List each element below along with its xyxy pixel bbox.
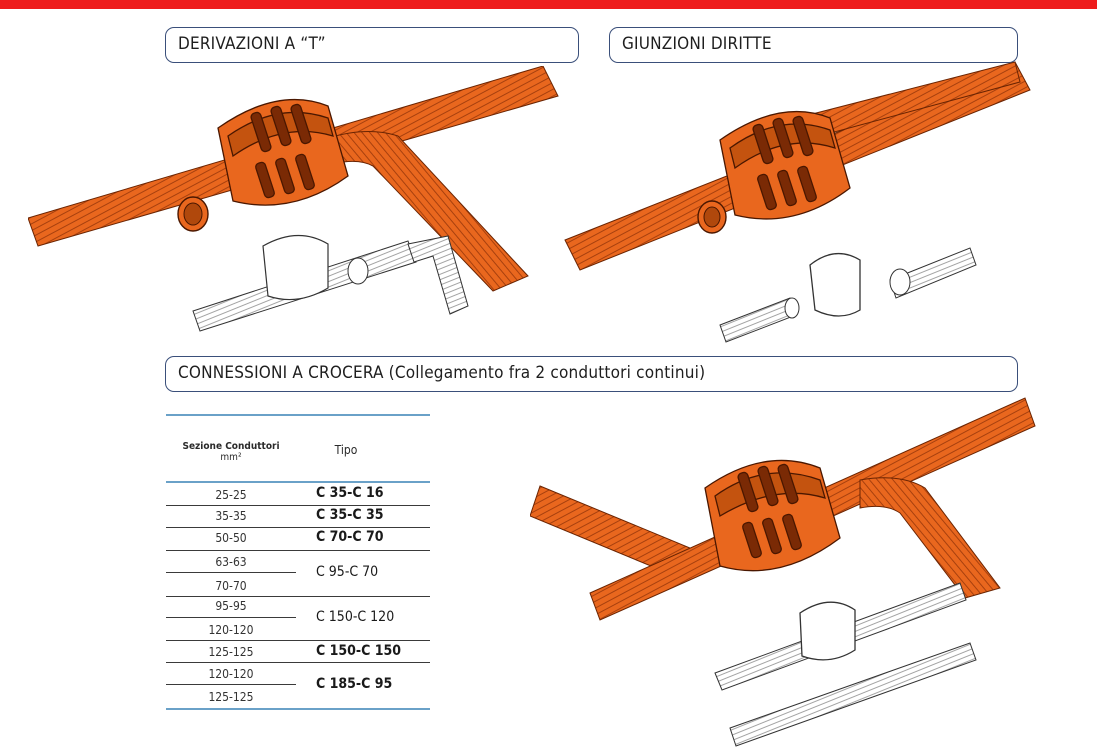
row-sezione: 120-120 [208, 623, 254, 637]
row-tipo: C 35-C 35 [316, 507, 384, 523]
row-sezione: 25-25 [215, 488, 247, 502]
header-tipo: Tipo [334, 443, 358, 457]
row-sezione: 125-125 [208, 690, 254, 704]
row-tipo: C 185-C 95 [316, 676, 393, 692]
row-sezione: 63-63 [215, 555, 247, 569]
header-unit: mm² [220, 452, 242, 463]
row-sezione: 125-125 [208, 645, 254, 659]
header-sezione: Sezione Conduttori [182, 441, 280, 452]
row-tipo: C 150-C 120 [316, 609, 395, 625]
straight-joint-connector-illustration [564, 61, 1031, 343]
row-sezione: 95-95 [215, 599, 247, 613]
row-sezione: 120-120 [208, 667, 254, 681]
section-title-straight-joint: GIUNZIONI DIRITTE [609, 27, 1018, 63]
row-tipo: C 95-C 70 [316, 564, 379, 580]
cross-connector-illustration [530, 397, 1036, 747]
row-tipo: C 35-C 16 [316, 485, 384, 501]
t-branch-connector-illustration [28, 66, 559, 332]
row-sezione: 70-70 [215, 579, 247, 593]
row-sezione: 50-50 [215, 531, 247, 545]
row-tipo: C 150-C 150 [316, 643, 402, 659]
section-title-t-branch: DERIVAZIONI A “T” [165, 27, 579, 63]
row-tipo: C 70-C 70 [316, 529, 384, 545]
section-title-cross-connection: CONNESSIONI A CROCERA (Collegamento fra … [165, 356, 1018, 392]
row-sezione: 35-35 [215, 509, 247, 523]
top-accent-bar [0, 0, 1097, 9]
